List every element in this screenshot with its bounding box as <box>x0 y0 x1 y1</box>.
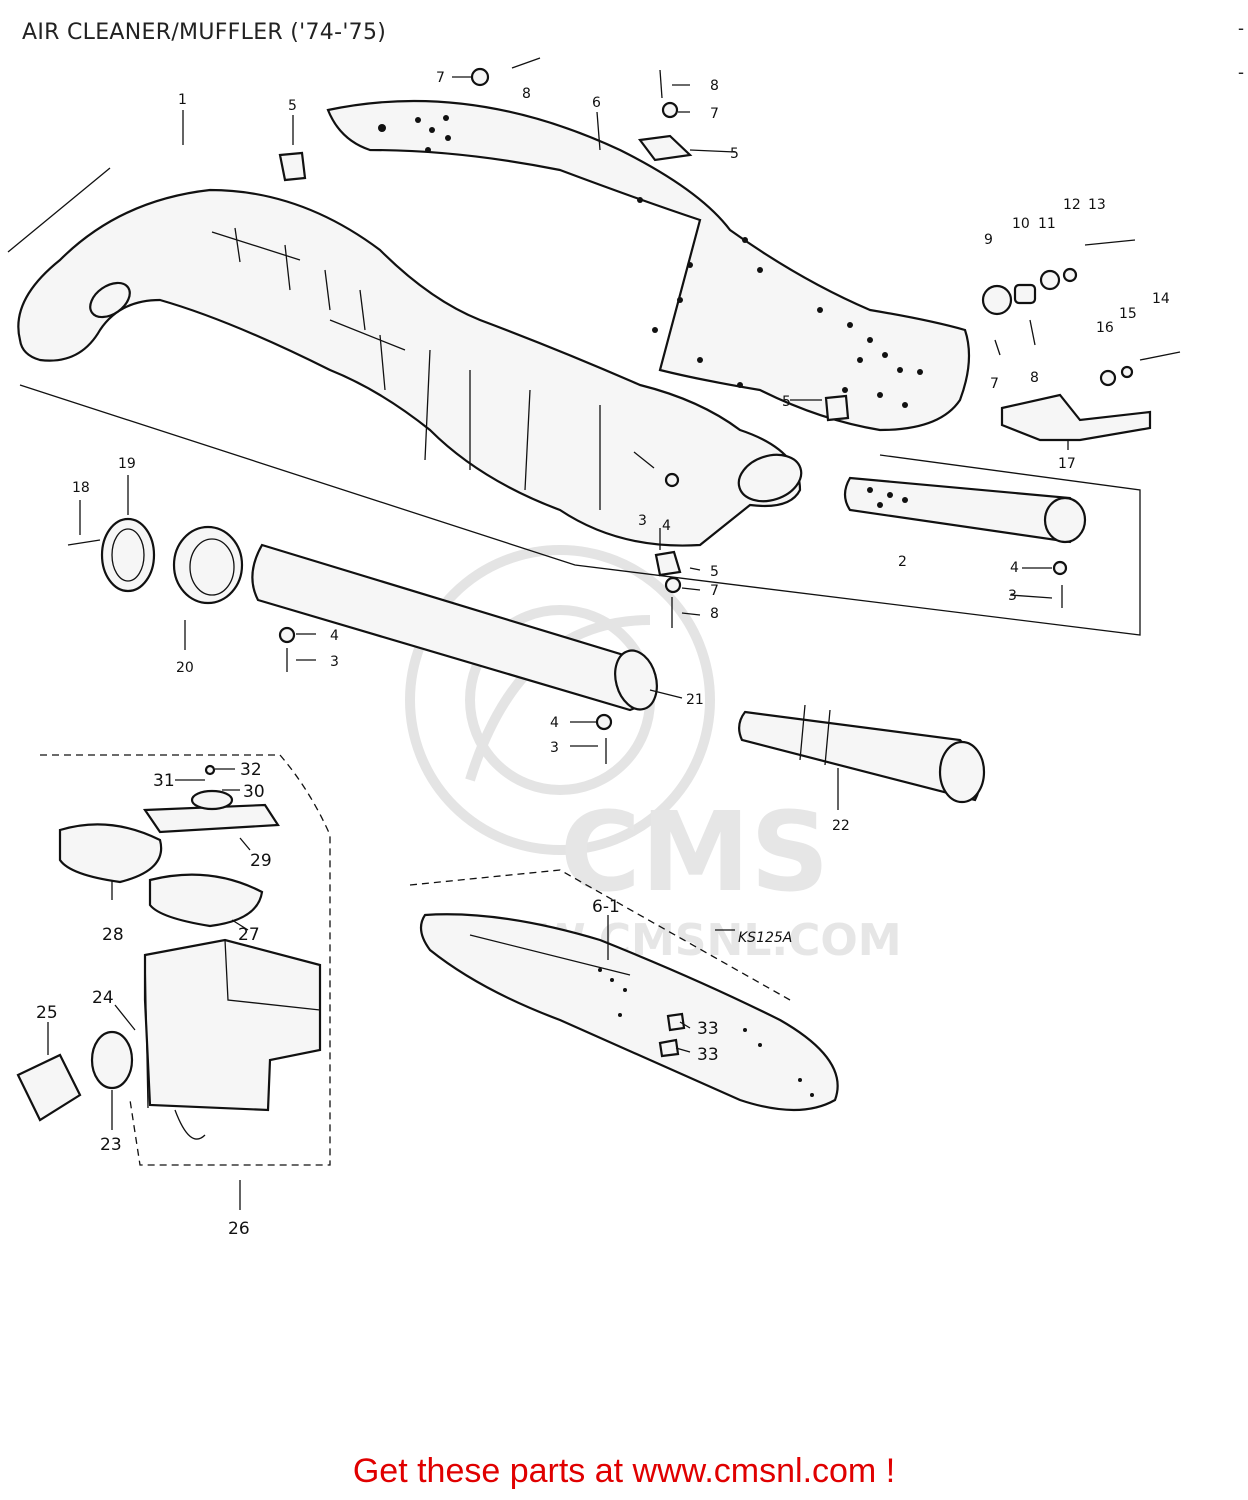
callout-5: 5 <box>730 146 739 162</box>
callout-8: 8 <box>1030 370 1039 386</box>
mounting-bracket <box>981 239 1181 442</box>
callout-17: 17 <box>1058 456 1076 472</box>
callout-6-1: 6-1 <box>592 897 620 917</box>
callout-4: 4 <box>550 715 559 731</box>
callout-16: 16 <box>1096 320 1114 336</box>
callout-25: 25 <box>36 1003 58 1023</box>
shield-holes <box>378 115 923 408</box>
callout-33: 33 <box>697 1019 719 1039</box>
tail-pipe <box>738 704 986 804</box>
corner-mark: - <box>1238 62 1244 82</box>
callout-19: 19 <box>118 456 136 472</box>
callout-20: 20 <box>176 660 194 676</box>
callout-29: 29 <box>250 851 272 871</box>
callout-27: 27 <box>238 925 260 945</box>
callout-22: 22 <box>832 818 850 834</box>
diagram-title: AIR CLEANER/MUFFLER ('74-'75) <box>22 20 387 45</box>
callout-5: 5 <box>710 564 719 580</box>
callout-2: 2 <box>898 554 907 570</box>
callout-7: 7 <box>990 376 999 392</box>
exhaust-pipe <box>251 543 658 712</box>
callout-18: 18 <box>72 480 90 496</box>
callout-7: 7 <box>436 70 445 86</box>
callout-8: 8 <box>710 606 719 622</box>
callout-10: 10 <box>1012 216 1030 232</box>
callout-1: 1 <box>178 92 187 108</box>
callout-4: 4 <box>1010 560 1019 576</box>
callout-6: 6 <box>592 95 601 111</box>
heat-shield <box>326 99 971 432</box>
callout-28: 28 <box>102 925 124 945</box>
callout-4: 4 <box>330 628 339 644</box>
callout-26: 26 <box>228 1219 250 1239</box>
air-cleaner <box>16 764 322 1140</box>
callout-15: 15 <box>1119 306 1137 322</box>
callout-8: 8 <box>522 86 531 102</box>
footer-link[interactable]: Get these parts at www.cmsnl.com ! <box>352 1452 896 1490</box>
callout-7: 7 <box>710 583 719 599</box>
corner-mark: - <box>1238 18 1244 38</box>
callout-labels: 1 2 3 3 3 3 4 4 4 4 5 5 5 5 6 6-1 7 7 7 … <box>36 70 1170 1239</box>
callout-7: 7 <box>710 106 719 122</box>
callout-5: 5 <box>782 394 791 410</box>
callout-31: 31 <box>153 771 175 791</box>
callout-3: 3 <box>1008 588 1017 604</box>
callout-11: 11 <box>1038 216 1056 232</box>
callout-23: 23 <box>100 1135 122 1155</box>
callout-14: 14 <box>1152 291 1170 307</box>
callout-3: 3 <box>330 654 339 670</box>
callout-21: 21 <box>686 692 704 708</box>
model-note: KS125A <box>738 930 792 946</box>
callout-13: 13 <box>1088 197 1106 213</box>
callout-4: 4 <box>662 518 671 534</box>
baffle <box>843 476 1087 544</box>
callout-3: 3 <box>638 513 647 529</box>
callout-30: 30 <box>243 782 265 802</box>
muffler-body <box>17 188 803 547</box>
callout-8: 8 <box>710 78 719 94</box>
callout-12: 12 <box>1063 197 1081 213</box>
callout-9: 9 <box>984 232 993 248</box>
clamp-and-gasket <box>67 517 244 605</box>
callout-33: 33 <box>697 1045 719 1065</box>
callout-24: 24 <box>92 988 114 1008</box>
callout-3: 3 <box>550 740 559 756</box>
fasteners <box>278 57 1068 764</box>
watermark-brand: CMS <box>560 788 829 916</box>
leader-lines <box>47 76 1069 1210</box>
callout-32: 32 <box>240 760 262 780</box>
heat-shield-alt <box>419 913 839 1112</box>
callout-5: 5 <box>288 98 297 114</box>
